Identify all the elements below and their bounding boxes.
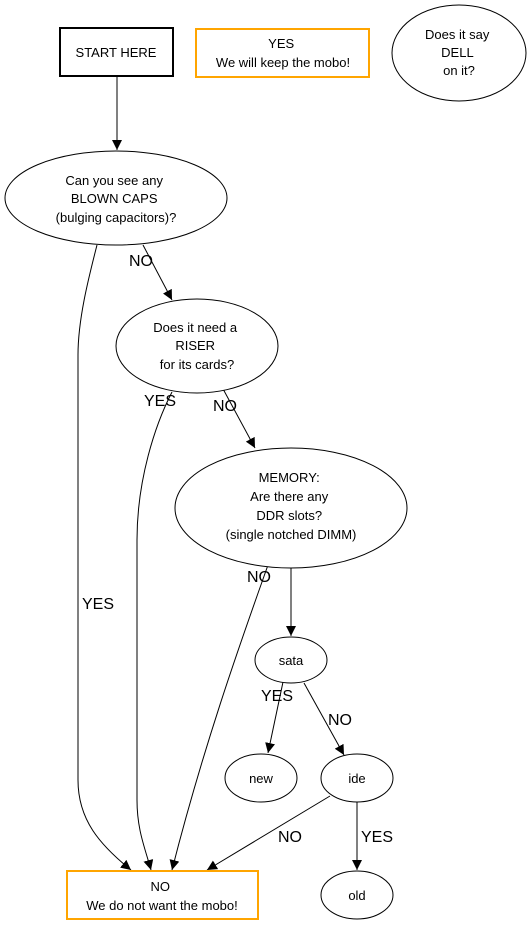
- edge-memory-to-no: [169, 564, 269, 871]
- node-yes-keep: YES We will keep the mobo!: [195, 28, 370, 78]
- node-old: old: [320, 870, 394, 920]
- svg-text:sata: sata: [279, 653, 304, 668]
- svg-text:old: old: [348, 888, 365, 903]
- svg-text:new: new: [249, 771, 273, 786]
- edge-sata-to-ide: [303, 682, 345, 756]
- svg-text:ide: ide: [348, 771, 365, 786]
- edge-label-riser-memory: NO: [213, 398, 237, 415]
- edge-label-ide-old: YES: [361, 829, 393, 846]
- node-blown-caps: Can you see any BLOWN CAPS (bulging capa…: [4, 150, 228, 246]
- node-no-want: NO We do not want the mobo!: [66, 870, 259, 920]
- node-memory: MEMORY: Are there any DDR slots? (single…: [174, 447, 408, 569]
- node-dell: Does it say DELL on it?: [391, 4, 527, 102]
- node-start-here: START HERE: [59, 27, 174, 77]
- node-ide: ide: [320, 753, 394, 803]
- edge-label-caps-no: YES: [82, 596, 114, 613]
- edge-label-sata-new: YES: [261, 688, 293, 705]
- svg-text:Can you see any BLOWN CA: Can you see any BLOWN CAPS (bulging capa…: [56, 173, 177, 225]
- svg-text:Does it need a RISER: Does it need a RISER for its cards?: [153, 320, 240, 372]
- edge-caps-to-riser: [142, 244, 173, 301]
- edge-ide-to-no: [206, 795, 331, 871]
- svg-text:NO We do not want the mo: NO We do not want the mobo!: [86, 879, 238, 913]
- svg-text:MEMORY: Are there any: MEMORY: Are there any DDR slots? (single…: [226, 470, 357, 542]
- edge-riser-to-memory: [221, 386, 256, 449]
- svg-text:YES We will keep the mob: YES We will keep the mobo!: [216, 36, 350, 70]
- node-sata: sata: [254, 636, 328, 684]
- svg-text:Does it say DELL o: Does it say DELL on it?: [425, 27, 493, 78]
- node-new: new: [224, 753, 298, 803]
- node-riser: Does it need a RISER for its cards?: [115, 298, 279, 394]
- edge-label-caps-riser: NO: [129, 253, 153, 270]
- edge-label-ide-no: NO: [278, 829, 302, 846]
- edge-sata-to-new: [265, 681, 284, 754]
- svg-text:START HERE: START HERE: [76, 45, 157, 60]
- edge-label-memory-no: NO: [247, 569, 271, 586]
- edge-label-sata-ide: NO: [328, 712, 352, 729]
- edge-caps-to-no: [77, 244, 132, 871]
- edge-riser-to-no: [136, 391, 173, 871]
- edge-label-riser-no: YES: [144, 393, 176, 410]
